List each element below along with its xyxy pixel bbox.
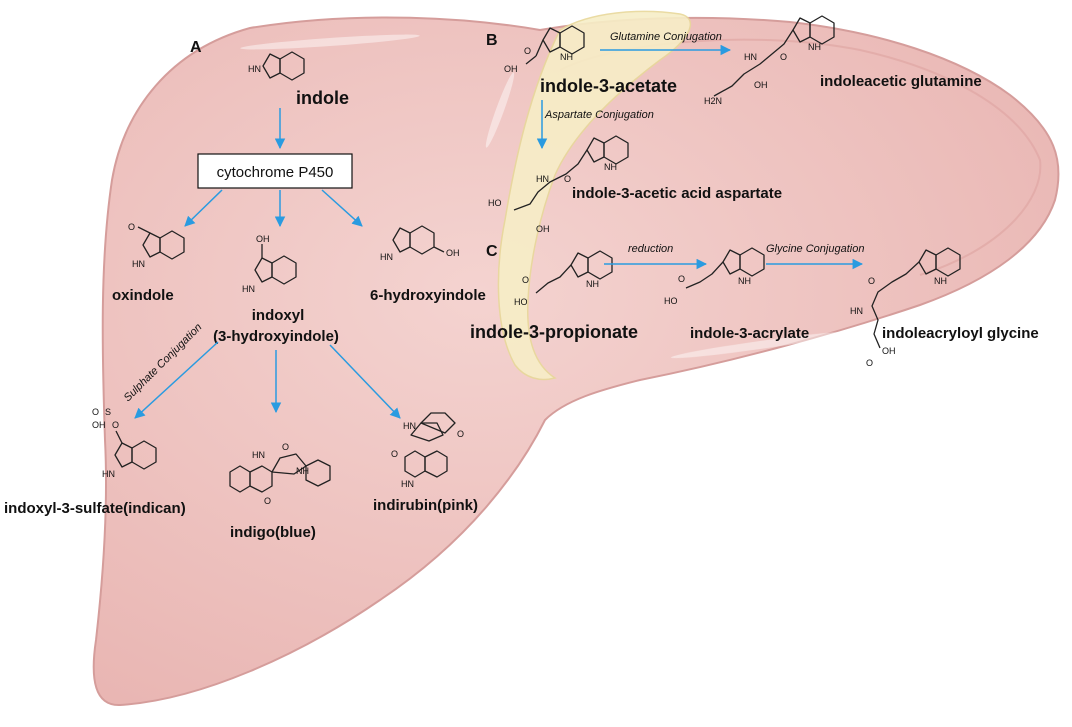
label-acryloyl-gly: indoleacryloyl glycine [882, 325, 1039, 342]
atom-hn: HN [403, 421, 416, 431]
acrylate-structure: HO O NH [664, 247, 765, 306]
iaa-gln-structure: HN O OH H2N NH [704, 15, 835, 106]
label-oxindole: oxindole [112, 287, 174, 304]
indigo-structure: O O NH HN [229, 442, 331, 506]
label-indole: indole [296, 88, 349, 108]
label-indigo: indigo(blue) [230, 524, 316, 541]
atom-o: O [128, 222, 135, 232]
atom-o: O [522, 275, 529, 285]
label-6-hydroxyindole: 6-hydroxyindole [370, 287, 486, 304]
acryloyl-gly-structure: O HN OH O NH [850, 247, 961, 368]
atom-o: O [678, 274, 685, 284]
label-indirubin: indirubin(pink) [373, 497, 478, 514]
atom-oh: OH [256, 234, 270, 244]
atom-oh: OH [882, 346, 896, 356]
atom-o: O [92, 407, 99, 417]
atom-o: O [868, 276, 875, 286]
panel-label-b: B [486, 32, 498, 49]
atom-o: O [282, 442, 289, 452]
atom-hn: HN [102, 469, 115, 479]
label-indican: indoxyl-3-sulfate(indican) [4, 500, 186, 517]
atom-hn: HN [380, 252, 393, 262]
label-aspartate-conjugation: Aspartate Conjugation [544, 109, 654, 121]
gallbladder-shape [497, 10, 692, 381]
indole-structure: HN [248, 51, 305, 81]
atom-o: O [524, 46, 531, 56]
iaa-asp-structure: HN O HO OH NH [488, 135, 629, 234]
atom-oh: OH [446, 248, 460, 258]
atom-hn: HN [132, 259, 145, 269]
label-reduction: reduction [628, 243, 673, 255]
atom-o: O [391, 449, 398, 459]
atom-nh: NH [604, 162, 617, 172]
atom-o: O [564, 174, 571, 184]
atom-nh: NH [808, 42, 821, 52]
atom-oh: OH [536, 224, 550, 234]
indirubin-structure: HN O O HN [391, 412, 464, 489]
indoxyl-structure: OH HN [242, 234, 297, 294]
atom-nh: NH [586, 279, 599, 289]
label-iaa-gln: indoleacetic glutamine [820, 73, 982, 90]
label-indoxyl-alt: (3-hydroxyindole) [213, 328, 339, 345]
oxindole-structure: O HN [128, 222, 185, 269]
label-glycine-conjugation: Glycine Conjugation [766, 243, 864, 255]
arrow-indoxyl-indirubin [329, 344, 401, 419]
label-ipa: indole-3-propionate [470, 322, 638, 342]
atom-o: O [112, 420, 119, 430]
label-indoxyl: indoxyl [252, 307, 305, 324]
atom-ho: HO [664, 296, 678, 306]
atom-hn: HN [850, 306, 863, 316]
atom-o: O [780, 52, 787, 62]
atom-oh: OH [504, 64, 518, 74]
label-acrylate: indole-3-acrylate [690, 325, 809, 342]
atom-ho: HO [514, 297, 528, 307]
label-iaa: indole-3-acetate [540, 76, 677, 96]
label-glutamine-conjugation: Glutamine Conjugation [610, 31, 722, 43]
iaa-structure: OH O NH [504, 25, 585, 74]
atom-nh: NH [296, 466, 309, 476]
atom-hn: HN [242, 284, 255, 294]
atom-hn: HN [401, 479, 414, 489]
cyp-box [197, 153, 353, 189]
atom-hn: HN [744, 52, 757, 62]
label-cyp: cytochrome P450 [217, 164, 334, 181]
atom-o: O [866, 358, 873, 368]
atom-nh: NH [934, 276, 947, 286]
atom-o: O [264, 496, 271, 506]
atom-hn: HN [536, 174, 549, 184]
atom-oh: OH [92, 420, 106, 430]
6-hydroxyindole-structure: OH HN [380, 225, 460, 262]
atom-oh: OH [754, 80, 768, 90]
arrow-indoxyl-indican [134, 341, 219, 419]
arrow-cyp-oxindole [184, 189, 223, 227]
ipa-structure: HO O NH [514, 250, 613, 307]
arrow-cyp-6oh [321, 189, 363, 227]
atom-o: O [457, 429, 464, 439]
atom-s: S [105, 407, 111, 417]
atom-nh: NH [560, 52, 573, 62]
atom-nh: HN [248, 64, 261, 74]
atom-ho: HO [488, 198, 502, 208]
panel-label-a: A [190, 39, 202, 56]
liver-highlights [240, 34, 850, 359]
indican-structure: O S O OH HN [92, 407, 157, 479]
panel-label-c: C [486, 243, 498, 260]
atom-nh: NH [738, 276, 751, 286]
atom-hn: HN [252, 450, 265, 460]
atom-h2n: H2N [704, 96, 722, 106]
label-iaa-asp: indole-3-acetic acid aspartate [572, 185, 782, 202]
